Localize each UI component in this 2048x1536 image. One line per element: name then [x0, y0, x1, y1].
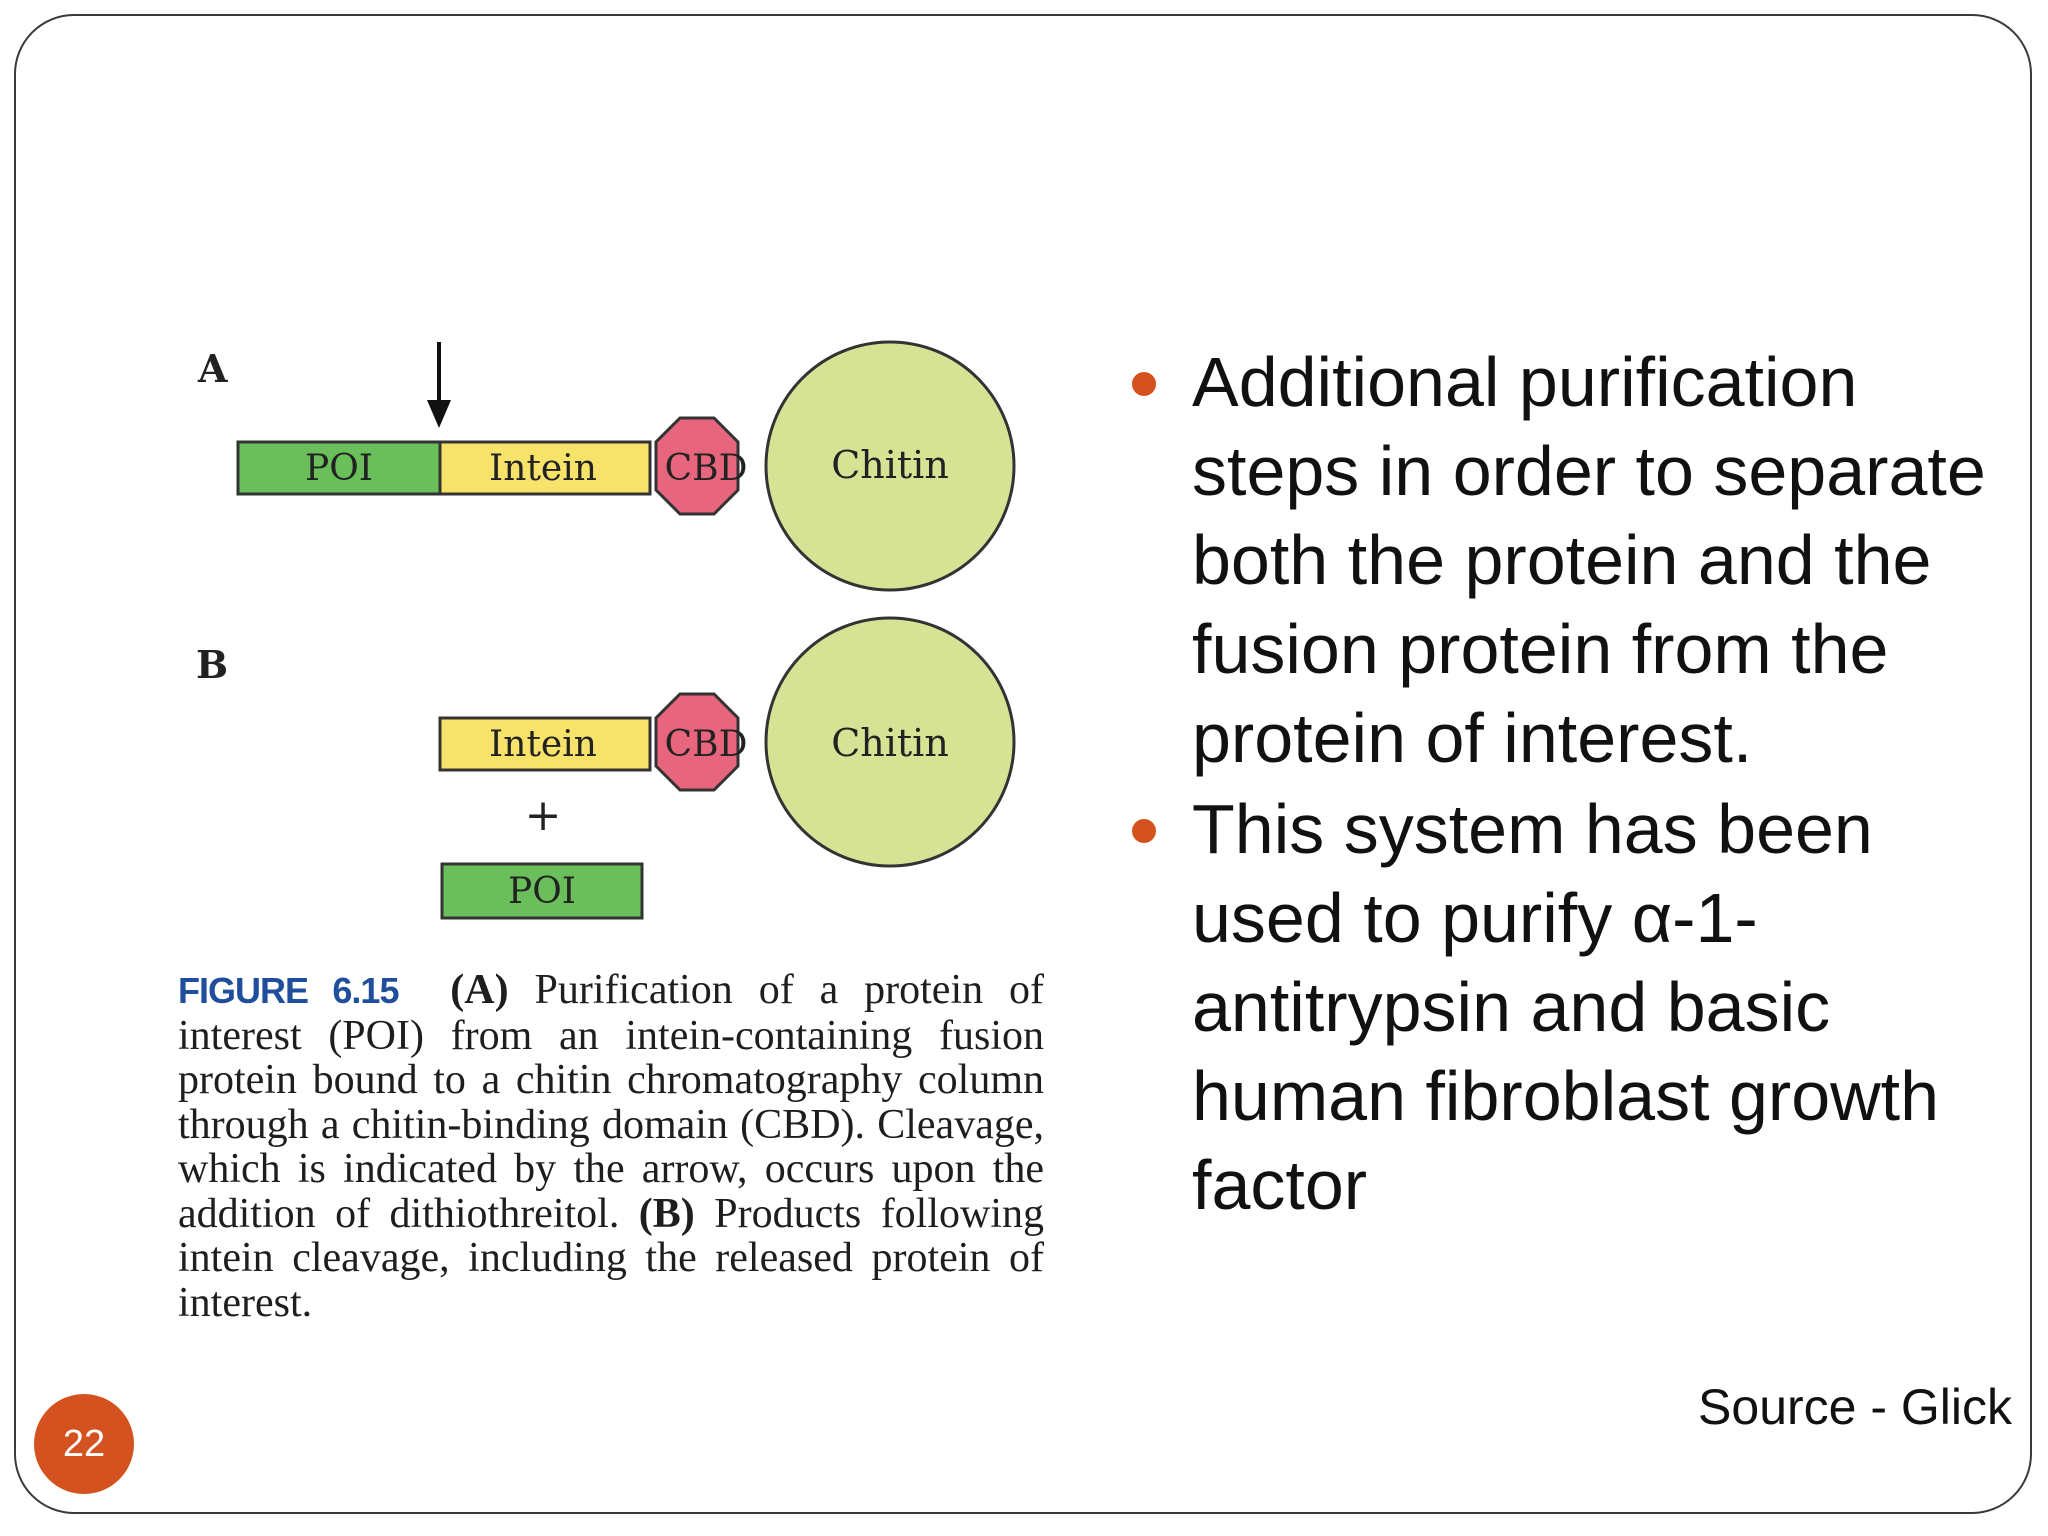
caption-part-a-label: (A) [450, 967, 509, 1013]
bullet-dot-icon [1132, 819, 1156, 843]
panel-a-poi-label: POI [305, 448, 373, 489]
panel-b-intein-box [438, 716, 652, 772]
panel-a-cbd-label: CBD [665, 448, 748, 489]
figure-6-15: A POI Intein Chitin CBD B Intein Chitin … [160, 320, 1060, 1460]
panel-b-poi-box [440, 862, 644, 920]
panel-a-label: A [197, 346, 228, 391]
panel-a-intein-label: Intein [489, 448, 597, 489]
panel-a-intein-box [438, 440, 652, 496]
panel-b-cbd-octagon [654, 692, 740, 792]
bullet-dot-icon [1132, 372, 1156, 396]
bullet-item: Additional purification steps in order t… [1130, 338, 1990, 783]
panel-b-cbd-label: CBD [665, 724, 748, 765]
panel-b-intein-label: Intein [489, 724, 597, 765]
panel-a-chitin-bead [764, 340, 1016, 592]
panel-a-chitin-label: Chitin [831, 443, 949, 487]
slide-frame [14, 14, 2032, 1514]
bullet-item: This system has been used to purify α-1-… [1130, 785, 1990, 1230]
caption-part-b-text: Products following intein cleavage, incl… [178, 1190, 1045, 1326]
panel-b-label: B [196, 642, 228, 687]
caption-part-b-label: (B) [638, 1190, 695, 1237]
intein-diagram: A POI Intein Chitin CBD B Intein Chitin … [196, 340, 1016, 920]
panel-b-plus-sign: + [525, 790, 562, 841]
panel-a-cbd-octagon [654, 416, 740, 516]
panel-b-poi-label: POI [508, 871, 576, 912]
bullet-list: Additional purification steps in order t… [1130, 338, 1990, 1232]
cleavage-arrow-icon [427, 342, 451, 428]
panel-b-chitin-label: Chitin [831, 721, 949, 765]
caption-part-a-text: Purification of a protein of interest (P… [178, 967, 1045, 1237]
bullet-text: This system has been used to purify α-1-… [1192, 790, 1940, 1224]
bullet-text: Additional purification steps in order t… [1192, 343, 1986, 777]
figure-caption: FIGURE 6.15 (A) Purification of a protei… [178, 968, 1044, 1325]
slide-number-badge: 22 [34, 1394, 134, 1494]
panel-b-chitin-bead [764, 616, 1016, 868]
caption-figure-label: FIGURE 6.15 [178, 970, 399, 1011]
source-credit: Source - Glick [1698, 1379, 2012, 1435]
